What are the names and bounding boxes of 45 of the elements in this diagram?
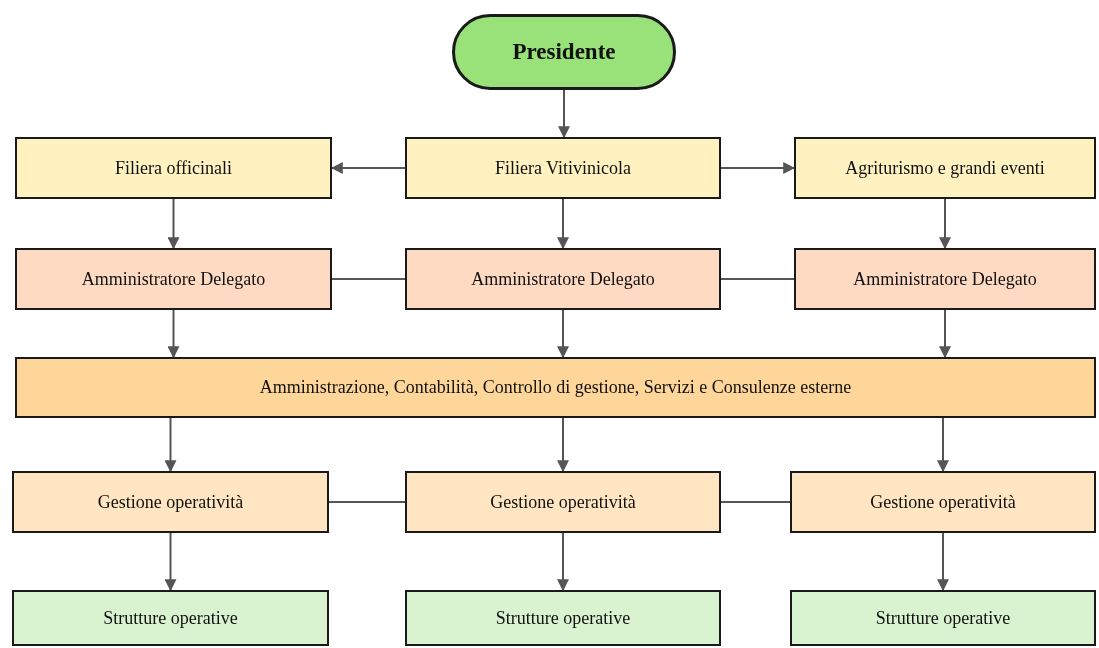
node-label: Agriturismo e grandi eventi xyxy=(844,157,1046,179)
node-label: Filiera officinali xyxy=(113,157,234,179)
arrow xyxy=(558,89,570,139)
arrow xyxy=(939,309,951,359)
node-label: Filiera Vitivinicola xyxy=(493,157,633,179)
org-box xyxy=(15,248,332,310)
org-box xyxy=(405,471,721,533)
connector-line xyxy=(720,501,791,503)
org-box xyxy=(794,248,1096,310)
org-box xyxy=(405,248,721,310)
org-box xyxy=(405,137,721,199)
org-box xyxy=(12,590,329,646)
arrow xyxy=(720,162,796,174)
arrow xyxy=(164,417,177,473)
arrow xyxy=(937,417,949,473)
org-box xyxy=(790,471,1096,533)
org-box xyxy=(794,137,1096,199)
department-bar xyxy=(15,357,1096,418)
node-label: Amministratore Delegato xyxy=(470,268,656,290)
org-box xyxy=(790,590,1096,646)
node-label: Presidente xyxy=(511,39,617,65)
arrow xyxy=(557,198,569,250)
org-box xyxy=(15,137,332,199)
connector-line xyxy=(328,501,406,503)
arrow xyxy=(167,309,180,359)
node-label: Gestione operatività xyxy=(96,491,245,513)
node-label: Amministratore Delegato xyxy=(852,268,1038,290)
arrow xyxy=(557,309,569,359)
connector-line xyxy=(331,278,406,280)
arrow xyxy=(557,417,569,473)
node-label: Amministratore Delegato xyxy=(80,268,267,290)
node-label: Amministrazione, Contabilità, Controllo di gestione, Servizi e Consulenze esterne xyxy=(258,377,853,398)
arrow xyxy=(939,198,951,250)
connector-line xyxy=(720,278,795,280)
node-label: Gestione operatività xyxy=(489,491,637,513)
node-label: Strutture operative xyxy=(102,607,239,629)
node-label: Gestione operatività xyxy=(869,491,1017,513)
node-label: Strutture operative xyxy=(494,607,632,629)
arrow xyxy=(167,198,180,250)
arrow xyxy=(937,532,949,592)
arrow xyxy=(164,532,177,592)
org-box xyxy=(405,590,721,646)
node-label: Strutture operative xyxy=(874,607,1012,629)
org-box xyxy=(12,471,329,533)
arrow xyxy=(557,532,569,592)
